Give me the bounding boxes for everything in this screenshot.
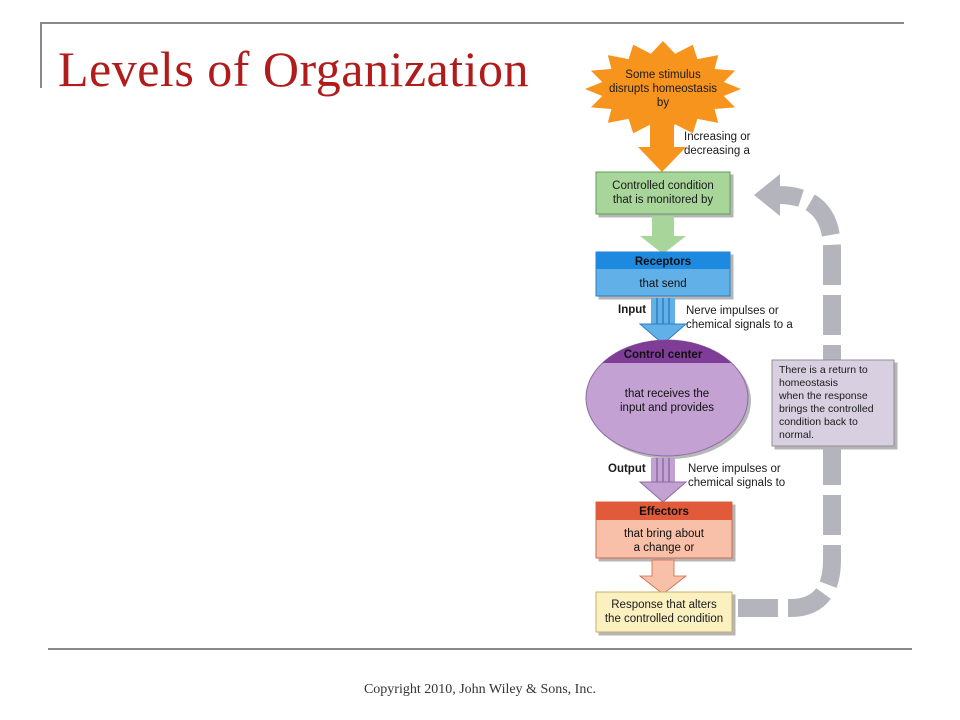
return-note-6: normal. xyxy=(779,429,814,441)
input-label: Input xyxy=(618,304,646,316)
control-center-text-1: that receives the xyxy=(625,388,709,400)
response-line-1: Response that alters xyxy=(611,599,717,611)
output-desc-1: Nerve impulses or xyxy=(688,463,781,475)
stimulus-starburst: Some stimulus disrupts homeostasis by xyxy=(585,41,741,137)
stimulus-line-1: Some stimulus xyxy=(625,69,701,81)
stimulus-line-2: disrupts homeostasis xyxy=(609,83,717,95)
slide-title: Levels of Organization xyxy=(58,41,530,97)
effectors-title: Effectors xyxy=(639,506,689,518)
top-rule xyxy=(40,22,904,24)
increasing-label-1: Increasing or xyxy=(684,131,751,143)
controlled-condition-line-2: that is monitored by xyxy=(613,194,714,206)
effectors-text-2: a change or xyxy=(634,542,695,554)
receptors-box: Receptors that send xyxy=(595,251,731,297)
output-label: Output xyxy=(608,463,646,475)
receptors-text: that send xyxy=(639,278,686,290)
bottom-rule xyxy=(48,648,912,650)
return-note-3: when the response xyxy=(778,390,868,402)
response-box: Response that alters the controlled cond… xyxy=(595,591,733,633)
return-note-4: brings the controlled xyxy=(779,403,874,415)
response-line-2: the controlled condition xyxy=(605,613,723,625)
stimulus-arrow xyxy=(638,118,686,172)
effectors-box: Effectors that bring about a change or xyxy=(595,501,733,559)
control-center-text-2: input and provides xyxy=(620,402,714,414)
return-note-1: There is a return to xyxy=(779,364,868,376)
output-arrow xyxy=(638,458,688,503)
controlled-condition-line-1: Controlled condition xyxy=(612,180,714,192)
return-note-2: homeostasis xyxy=(779,377,838,389)
stimulus-line-3: by xyxy=(657,97,669,109)
input-arrow xyxy=(638,298,688,345)
effectors-to-response-arrow xyxy=(638,559,688,595)
copyright-footer: Copyright 2010, John Wiley & Sons, Inc. xyxy=(363,682,597,697)
control-center: Control center that receives the input a… xyxy=(585,339,751,459)
feedback-arrowhead xyxy=(754,174,780,216)
control-center-title: Control center xyxy=(624,349,703,361)
input-desc-2: chemical signals to a xyxy=(686,319,793,331)
input-desc-1: Nerve impulses or xyxy=(686,305,779,317)
receptors-title: Receptors xyxy=(635,256,691,268)
left-rule xyxy=(40,22,42,88)
effectors-text-1: that bring about xyxy=(624,528,705,540)
increasing-label-2: decreasing a xyxy=(684,145,750,157)
controlled-condition-box: Controlled condition that is monitored b… xyxy=(595,171,731,215)
return-note-5: condition back to xyxy=(779,416,858,428)
output-desc-2: chemical signals to xyxy=(688,477,785,489)
return-note-box: There is a return to homeostasis when th… xyxy=(771,359,895,447)
condition-to-receptors-arrow xyxy=(640,216,686,254)
